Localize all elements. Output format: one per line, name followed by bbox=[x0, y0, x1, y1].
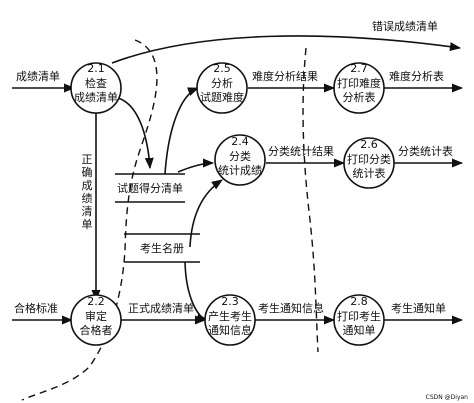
store-candidate-roster: 考生名册 bbox=[124, 233, 200, 263]
right-dashed-boundary bbox=[302, 47, 319, 353]
process-2-6-num: 2.6 bbox=[360, 138, 378, 151]
process-2-4-name-2: 统计成绩 bbox=[218, 164, 262, 177]
flow-label-official-list: 正式成绩清单 bbox=[128, 302, 194, 315]
process-2-8-num: 2.8 bbox=[350, 295, 368, 308]
flow-roster-to-p24 bbox=[189, 179, 223, 248]
process-2-5: 2.5 分析 试题难度 bbox=[196, 62, 248, 114]
process-2-3-num: 2.3 bbox=[221, 295, 239, 308]
flow-label-correct-list-text: 正确成绩清单 bbox=[82, 153, 93, 231]
process-2-4-num: 2.4 bbox=[231, 135, 249, 148]
store-candidate-roster-label: 考生名册 bbox=[140, 241, 184, 255]
process-2-7-name-1: 打印难度 bbox=[337, 76, 381, 90]
process-2-4: 2.4 分类 统计成绩 bbox=[214, 134, 266, 186]
process-2-1-name-2: 成绩清单 bbox=[74, 91, 118, 104]
process-2-6-name-2: 统计表 bbox=[353, 166, 386, 180]
process-2-5-num: 2.5 bbox=[213, 62, 231, 75]
flow-error-list bbox=[111, 35, 462, 64]
process-2-1: 2.1 检查 成绩清单 bbox=[70, 62, 122, 114]
left-dashed-boundary bbox=[21, 39, 158, 401]
process-2-3-name-2: 通知信息 bbox=[208, 323, 252, 337]
flow-store-to-p24 bbox=[177, 158, 215, 173]
process-2-1-name-1: 检查 bbox=[85, 76, 107, 90]
process-2-8-name-2: 通知单 bbox=[343, 323, 376, 337]
flow-to-score-sheet bbox=[117, 97, 154, 170]
process-2-3-name-1: 产生考生 bbox=[208, 309, 252, 323]
flow-label-difficulty-result: 难度分析结果 bbox=[252, 69, 318, 83]
flow-label-notice-info: 考生通知信息 bbox=[258, 301, 324, 315]
process-2-8-name-1: 打印考生 bbox=[337, 309, 381, 323]
process-2-5-name-2: 试题难度 bbox=[200, 90, 244, 104]
flow-label-pass-standard: 合格标准 bbox=[14, 301, 58, 315]
flow-label-error-list: 错误成绩清单 bbox=[372, 19, 438, 33]
process-2-3: 2.3 产生考生 通知信息 bbox=[204, 294, 256, 346]
process-2-8: 2.8 打印考生 通知单 bbox=[333, 294, 385, 346]
process-2-7: 2.7 打印难度 分析表 bbox=[333, 62, 385, 114]
flow-label-difficulty-table: 难度分析表 bbox=[389, 69, 444, 83]
store-score-sheet: 试题得分清单 bbox=[115, 173, 185, 203]
store-score-sheet-label: 试题得分清单 bbox=[117, 182, 183, 195]
process-2-7-name-2: 分析表 bbox=[343, 90, 376, 104]
process-2-6: 2.6 打印分类 统计表 bbox=[343, 137, 395, 189]
process-2-6-name-1: 打印分类 bbox=[347, 152, 391, 166]
flow-label-class-table: 分类统计表 bbox=[398, 144, 453, 158]
process-2-2: 2.2 审定 合格者 bbox=[70, 294, 122, 346]
process-2-2-name-2: 合格者 bbox=[80, 323, 113, 337]
process-2-4-name-1: 分类 bbox=[229, 149, 251, 163]
process-2-2-name-1: 审定 bbox=[85, 309, 107, 323]
flow-label-notice-sheet: 考生通知单 bbox=[391, 301, 446, 315]
flow-store-to-p25 bbox=[164, 87, 200, 175]
process-2-5-name-1: 分析 bbox=[211, 76, 233, 90]
flow-label-correct-list: 正确成绩清单 bbox=[82, 153, 93, 231]
watermark: CSDN @Diyan bbox=[426, 394, 469, 401]
process-2-1-num: 2.1 bbox=[87, 62, 105, 75]
process-2-7-num: 2.7 bbox=[350, 62, 368, 75]
process-2-2-num: 2.2 bbox=[87, 295, 105, 308]
flow-label-grade-list-in: 成绩清单 bbox=[16, 70, 60, 83]
flow-label-class-result: 分类统计结果 bbox=[268, 144, 334, 158]
